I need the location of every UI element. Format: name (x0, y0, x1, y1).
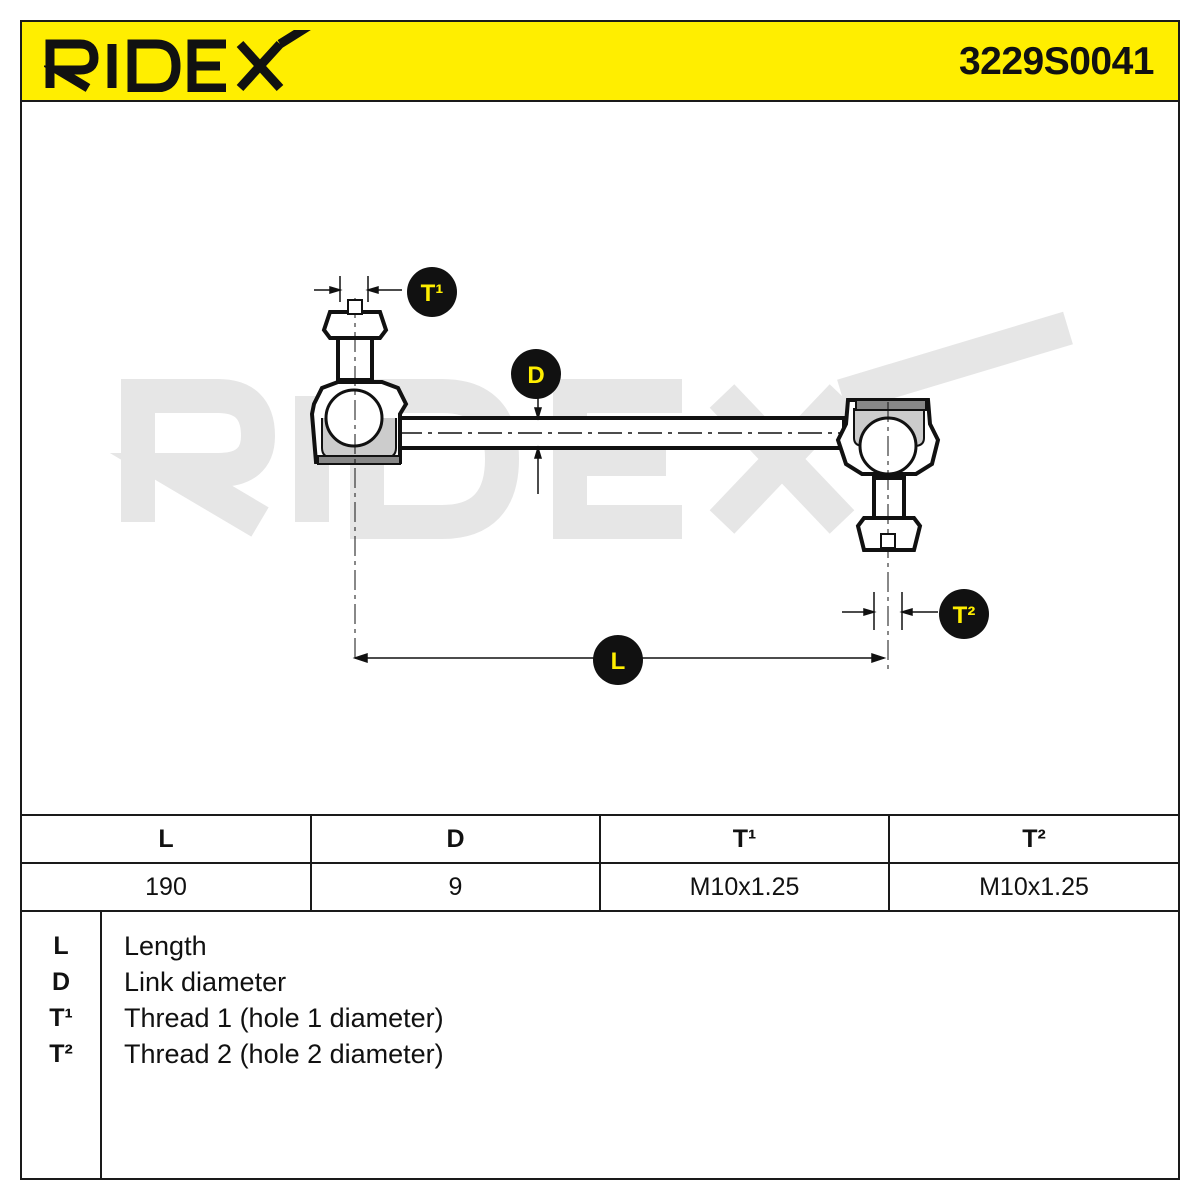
legend-key: L (53, 932, 69, 960)
spec-value-cell: 9 (310, 862, 601, 912)
spec-header-row: L D T¹ T² (22, 814, 1178, 864)
spec-header-cell: T¹ (599, 814, 890, 864)
spec-value-cell: 190 (22, 862, 312, 912)
spec-header-cell: T² (888, 814, 1178, 864)
spec-header-cell: D (310, 814, 601, 864)
left-ball-joint (309, 298, 409, 662)
header-bar: 3229S0041 (22, 22, 1178, 102)
legend-item: L Length (22, 928, 1178, 964)
legend-item: T² Thread 2 (hole 2 diameter) (22, 1036, 1178, 1072)
spec-value-cell: M10x1.25 (599, 862, 890, 912)
part-number: 3229S0041 (958, 40, 1155, 83)
legend-item: D Link diameter (22, 964, 1178, 1000)
l-badge-label: L (611, 648, 626, 675)
t2-dimension (842, 592, 938, 630)
legend-key: D (51, 968, 71, 996)
spec-value-cell: M10x1.25 (888, 862, 1178, 912)
legend-desc: Thread 1 (hole 1 diameter) (124, 1003, 444, 1033)
legend-item: T¹ Thread 1 (hole 1 diameter) (22, 1000, 1178, 1036)
legend-key: T² (49, 1040, 73, 1068)
t1-badge: T¹ (407, 267, 457, 317)
l-badge: L (593, 635, 643, 685)
d-badge-label: D (527, 362, 544, 389)
legend-desc: Link diameter (124, 967, 287, 997)
ridex-logo (44, 30, 311, 92)
link-rod (396, 416, 846, 450)
spec-table: L D T¹ T² 190 9 M10x1.25 M10x1.25 (22, 814, 1178, 912)
t2-badge: T² (939, 589, 989, 639)
technical-drawing: T¹ D T² (109, 267, 1073, 685)
datasheet-frame: 3229S0041 (20, 20, 1180, 1180)
legend-desc: Thread 2 (hole 2 diameter) (124, 1039, 444, 1069)
d-badge: D (511, 349, 561, 399)
legend-key: T¹ (49, 1004, 73, 1032)
legend-desc: Length (124, 931, 207, 961)
t2-badge-label: T² (953, 602, 976, 629)
spec-header-cell: L (22, 814, 312, 864)
legend: L Length D Link diameter T¹ Thread 1 (ho… (22, 912, 1178, 1180)
t1-dimension (314, 276, 402, 302)
right-ball-joint (835, 398, 941, 672)
t1-badge-label: T¹ (421, 280, 444, 307)
spec-value-row: 190 9 M10x1.25 M10x1.25 (22, 862, 1178, 912)
d-dimension (533, 398, 543, 494)
legend-divider (100, 912, 102, 1180)
